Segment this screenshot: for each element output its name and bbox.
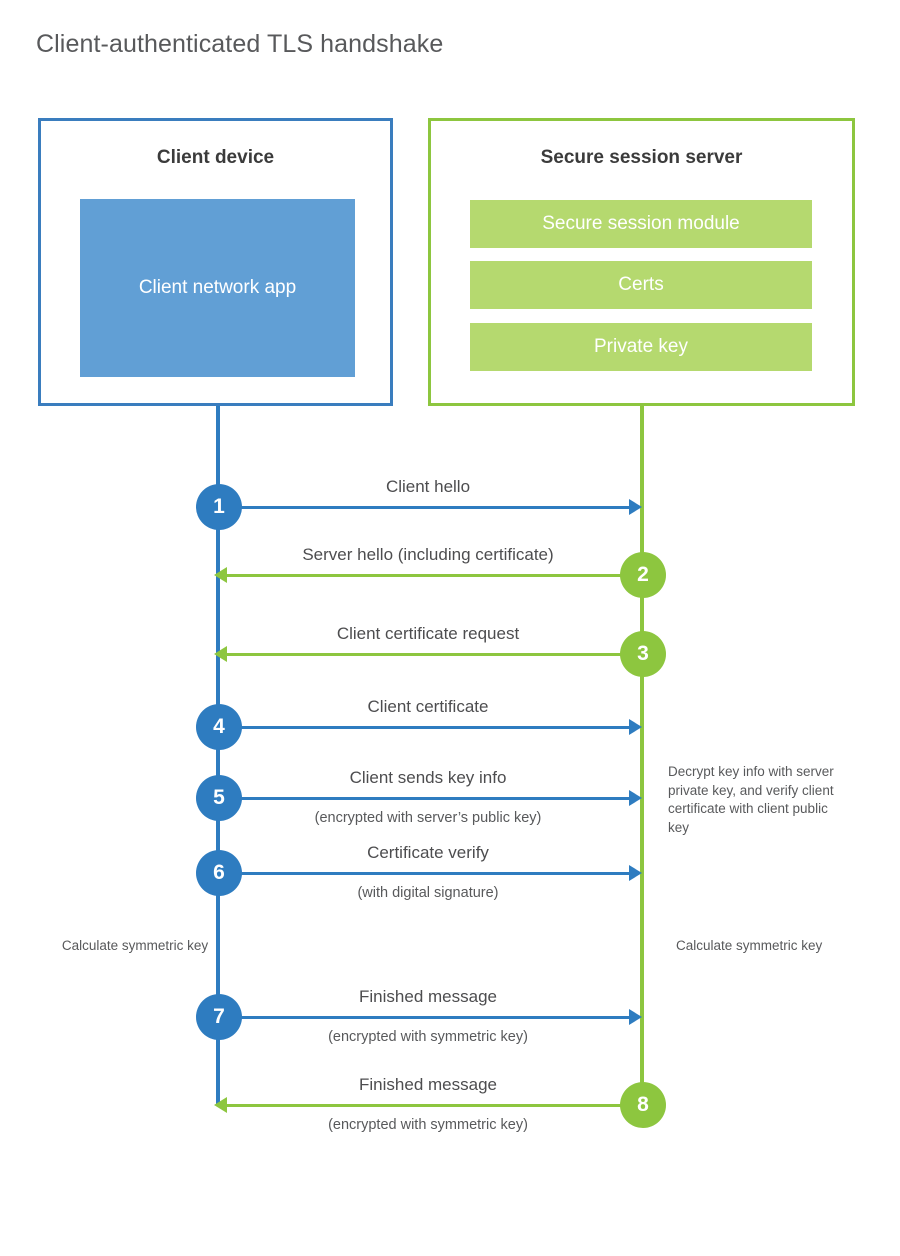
step-4-arrow-line	[218, 726, 634, 729]
step-8-arrow-line	[226, 1104, 642, 1107]
step-3-arrow-head-left	[214, 646, 227, 662]
server-lifeline	[640, 406, 644, 1106]
step-number-1[interactable]: 1	[196, 484, 242, 530]
step-6-sublabel: (with digital signature)	[357, 885, 499, 901]
server-module-certs: Certs	[470, 261, 812, 309]
step-6-arrow-line	[218, 872, 634, 875]
step-2-label: Server hello (including certificate)	[302, 545, 554, 564]
step-7-label: Finished message	[359, 987, 497, 1006]
step-7-sublabel: (encrypted with symmetric key)	[328, 1029, 528, 1045]
step-1-arrow-head-right	[629, 499, 642, 515]
step-1-label: Client hello	[385, 477, 471, 496]
note-calculate-symmetric-key-client: Calculate symmetric key	[61, 938, 209, 953]
client-network-app-block: Client network app	[80, 199, 355, 377]
step-3-arrow-line	[226, 653, 642, 656]
secure-session-server-box: Secure session server Secure session mod…	[428, 118, 855, 406]
step-4-arrow-head-right	[629, 719, 642, 735]
step-number-2[interactable]: 2	[620, 552, 666, 598]
step-8-label: Finished message	[359, 1075, 497, 1094]
server-module-private-key: Private key	[470, 323, 812, 371]
step-number-8[interactable]: 8	[620, 1082, 666, 1128]
step-5-arrow-line	[218, 797, 634, 800]
step-1-arrow-line	[218, 506, 634, 509]
step-2-arrow-head-left	[214, 567, 227, 583]
step-number-3[interactable]: 3	[620, 631, 666, 677]
step-number-5[interactable]: 5	[196, 775, 242, 821]
step-3-label: Client certificate request	[336, 624, 520, 643]
step-8-arrow-head-left	[214, 1097, 227, 1113]
step-2-arrow-line	[226, 574, 642, 577]
note-decrypt-key-info: Decrypt key info with server private key…	[668, 764, 834, 835]
client-device-title: Client device	[156, 147, 275, 168]
step-5-label: Client sends key info	[349, 768, 507, 787]
step-5-sublabel: (encrypted with server’s public key)	[314, 810, 542, 826]
step-7-arrow-head-right	[629, 1009, 642, 1025]
step-number-7[interactable]: 7	[196, 994, 242, 1040]
step-6-label: Certificate verify	[367, 843, 489, 862]
step-5-arrow-head-right	[629, 790, 642, 806]
step-6-arrow-head-right	[629, 865, 642, 881]
client-device-box: Client device Client network app	[38, 118, 393, 406]
secure-session-server-title: Secure session server	[540, 147, 743, 168]
step-number-6[interactable]: 6	[196, 850, 242, 896]
note-calculate-symmetric-key-server: Calculate symmetric key	[676, 938, 823, 953]
server-module-secure-session-module: Secure session module	[470, 200, 812, 248]
step-number-4[interactable]: 4	[196, 704, 242, 750]
step-4-label: Client certificate	[367, 697, 489, 716]
step-7-arrow-line	[218, 1016, 634, 1019]
client-lifeline	[216, 406, 220, 1106]
step-8-sublabel: (encrypted with symmetric key)	[328, 1117, 528, 1133]
page-title: Client-authenticated TLS handshake	[36, 30, 444, 58]
